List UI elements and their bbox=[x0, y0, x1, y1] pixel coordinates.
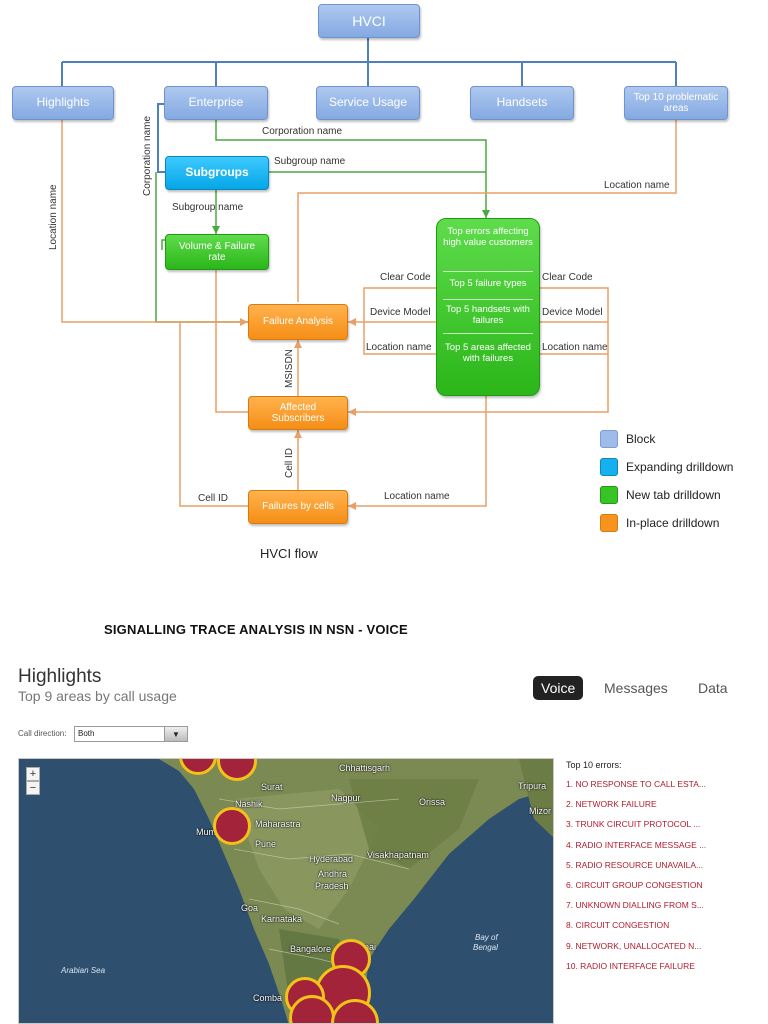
top-errors-hvc-segment[interactable]: Top errors affecting high value customer… bbox=[443, 226, 533, 248]
error-list-item[interactable]: 4. RADIO INTERFACE MESSAGE ... bbox=[566, 839, 707, 850]
subgroups-block[interactable]: Subgroups bbox=[165, 156, 269, 190]
map-label: Tripura bbox=[518, 781, 547, 791]
tab-data[interactable]: Data bbox=[698, 680, 728, 696]
map-label: Mum bbox=[196, 827, 216, 837]
legend-swatch-in-place bbox=[600, 514, 618, 532]
dashboard-title: Highlights bbox=[18, 666, 102, 687]
error-list-item[interactable]: 1. NO RESPONSE TO CALL ESTA... bbox=[566, 779, 706, 789]
hvci-flow-diagram: HVCI Highlights Enterprise Service Usage… bbox=[12, 4, 734, 561]
subgroup-name-label-2: Subgroup name bbox=[172, 202, 244, 213]
map-label: Karnataka bbox=[261, 914, 303, 924]
failure-analysis-block[interactable]: Failure Analysis bbox=[248, 304, 348, 340]
top10-problematic-areas-block[interactable]: Top 10 problematic areas bbox=[624, 86, 728, 120]
map-label: Orissa bbox=[419, 797, 446, 807]
call-direction-value: Both bbox=[78, 729, 95, 738]
error-list-item[interactable]: 6. CIRCUIT GROUP CONGESTION bbox=[566, 879, 703, 890]
error-list-item[interactable]: 2. NETWORK FAILURE bbox=[566, 799, 657, 810]
clear-code-label-left: Clear Code bbox=[380, 272, 431, 283]
location-name-label-left: Location name bbox=[366, 342, 432, 353]
cell-id-vertical-label: Cell ID bbox=[284, 447, 295, 478]
map-label: Pune bbox=[255, 839, 277, 849]
top-errors-panel: Top 10 errors: 1. NO RESPONSE TO CALL ES… bbox=[566, 760, 762, 976]
diagram-connectors bbox=[61, 38, 677, 510]
map-label: Bangalore bbox=[290, 944, 332, 954]
legend-label-block: Block bbox=[626, 432, 656, 446]
map-label: Maharastra bbox=[255, 819, 301, 829]
device-model-label-left: Device Model bbox=[370, 307, 431, 318]
affected-subscribers-block[interactable]: Affected Subscribers bbox=[248, 396, 348, 430]
subgroup-name-label: Subgroup name bbox=[274, 156, 346, 167]
map-label: Andhra bbox=[318, 869, 348, 879]
map-label: Nagpur bbox=[331, 793, 361, 803]
chevron-down-icon[interactable]: ▼ bbox=[164, 727, 187, 741]
map-label: Visakhapatnam bbox=[367, 850, 429, 860]
top5-failure-types-segment[interactable]: Top 5 failure types bbox=[449, 278, 527, 289]
map-label: Comba bbox=[253, 993, 283, 1003]
failures-by-cells-block[interactable]: Failures by cells bbox=[248, 490, 348, 524]
cell-id-label: Cell ID bbox=[198, 493, 229, 504]
legend-swatch-block bbox=[600, 430, 618, 448]
map-label: Bay of bbox=[475, 933, 498, 942]
volume-failure-rate-block[interactable]: Volume & Failure rate bbox=[165, 234, 269, 270]
map-terrain bbox=[159, 759, 553, 1023]
clear-code-label-right: Clear Code bbox=[542, 272, 593, 283]
handsets-block[interactable]: Handsets bbox=[470, 86, 574, 120]
map-label: nai bbox=[364, 942, 377, 952]
dashboard-subtitle: Top 9 areas by call usage bbox=[18, 688, 177, 704]
error-list-item[interactable]: 8. CIRCUIT CONGESTION bbox=[566, 920, 670, 931]
map-label: Pradesh bbox=[315, 881, 349, 891]
hvci-root-block[interactable]: HVCI bbox=[318, 4, 420, 38]
call-direction-select[interactable]: Both ▼ bbox=[74, 726, 188, 742]
location-name-label-right: Location name bbox=[542, 342, 608, 353]
map-label: Goa bbox=[241, 903, 259, 913]
map-label: Bengal bbox=[473, 943, 498, 952]
tab-messages[interactable]: Messages bbox=[604, 680, 668, 696]
location-name-label-cells: Location name bbox=[384, 491, 450, 502]
call-direction-label: Call direction: bbox=[18, 729, 67, 738]
segment-divider bbox=[443, 299, 533, 300]
legend-label-new-tab: New tab drilldown bbox=[626, 488, 721, 502]
map-view[interactable]: + − Chhattisgarh Tripura Surat Nagpur Or… bbox=[18, 758, 554, 1024]
legend-label-expanding: Expanding drilldown bbox=[626, 460, 734, 474]
legend-swatch-expanding bbox=[600, 458, 618, 476]
map-label: Chhattisgarh bbox=[339, 763, 391, 773]
highlights-block[interactable]: Highlights bbox=[12, 86, 114, 120]
corporation-name-vertical-label: Corporation name bbox=[142, 115, 153, 196]
map-area-bubble[interactable] bbox=[213, 807, 251, 845]
map-label: Arabian Sea bbox=[61, 966, 106, 975]
error-list-item[interactable]: 3. TRUNK CIRCUIT PROTOCOL ... bbox=[566, 819, 701, 830]
service-usage-block[interactable]: Service Usage bbox=[316, 86, 420, 120]
legend-label-in-place: In-place drilldown bbox=[626, 516, 720, 530]
section-title: SIGNALLING TRACE ANALYSIS IN NSN - VOICE bbox=[104, 622, 408, 637]
error-list-item[interactable]: 10. RADIO INTERFACE FAILURE bbox=[566, 960, 695, 971]
location-name-label-top10: Location name bbox=[604, 180, 670, 191]
error-list-item[interactable]: 9. NETWORK, UNALLOCATED N... bbox=[566, 940, 702, 951]
map-label: Nashik bbox=[235, 799, 263, 809]
segment-divider bbox=[443, 271, 533, 272]
error-list-item[interactable]: 7. UNKNOWN DIALLING FROM S... bbox=[566, 900, 704, 911]
top5-handsets-segment[interactable]: Top 5 handsets with failures bbox=[446, 304, 530, 326]
legend-swatch-new-tab bbox=[600, 486, 618, 504]
location-name-vertical-label: Location name bbox=[48, 184, 59, 250]
corporation-name-label: Corporation name bbox=[262, 126, 343, 137]
zoom-in-button[interactable]: + bbox=[26, 767, 40, 781]
top5-areas-segment[interactable]: Top 5 areas affected with failures bbox=[445, 342, 531, 364]
tab-voice[interactable]: Voice bbox=[533, 676, 584, 700]
map-label: Surat bbox=[261, 782, 283, 792]
device-model-label-right: Device Model bbox=[542, 307, 603, 318]
diagram-caption: HVCI flow bbox=[260, 546, 318, 561]
msisdn-vertical-label: MSISDN bbox=[284, 349, 295, 388]
segment-divider bbox=[443, 333, 533, 334]
top-errors-block[interactable]: Top errors affecting high value customer… bbox=[436, 218, 540, 396]
top-errors-title: Top 10 errors: bbox=[566, 760, 622, 770]
map-label: Hyderabad bbox=[309, 854, 354, 864]
error-list-item[interactable]: 5. RADIO RESOURCE UNAVAILA... bbox=[566, 859, 704, 870]
zoom-out-button[interactable]: − bbox=[26, 781, 40, 795]
enterprise-block[interactable]: Enterprise bbox=[164, 86, 268, 120]
map-label: Mizor bbox=[529, 806, 551, 816]
